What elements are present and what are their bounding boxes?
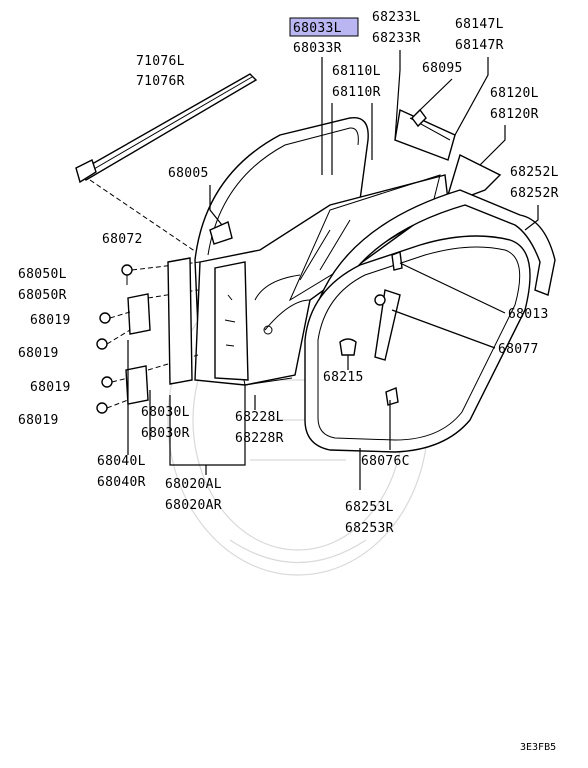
label-68033L[interactable]: 68033L <box>293 21 342 36</box>
label-68252R[interactable]: 68252R <box>510 186 559 201</box>
diagram-code: 3E3FB5 <box>520 742 556 753</box>
label-68040R[interactable]: 68040R <box>97 475 146 490</box>
opening-weatherstrip <box>304 235 531 453</box>
highlight-box <box>289 17 359 37</box>
label-68147R[interactable]: 68147R <box>455 38 504 53</box>
components <box>96 108 427 414</box>
label-71076R[interactable]: 71076R <box>136 74 185 89</box>
label-68072[interactable]: 68072 <box>102 232 143 247</box>
door-weatherstrip <box>309 189 556 336</box>
label-71076L[interactable]: 71076L <box>136 54 185 69</box>
label-68228R[interactable]: 68228R <box>235 431 284 446</box>
label-68228L[interactable]: 68228L <box>235 410 284 425</box>
label-68030L[interactable]: 68030L <box>141 405 190 420</box>
label-68120R[interactable]: 68120R <box>490 107 539 122</box>
label-68019-a[interactable]: 68019 <box>30 313 71 328</box>
label-68110R[interactable]: 68110R <box>332 85 381 100</box>
label-68019-d[interactable]: 68019 <box>18 413 59 428</box>
label-68095[interactable]: 68095 <box>422 61 463 76</box>
label-68019-b[interactable]: 68019 <box>18 346 59 361</box>
label-68233L[interactable]: 68233L <box>372 10 421 25</box>
label-68076C[interactable]: 68076C <box>361 454 410 469</box>
label-68020AR[interactable]: 68020AR <box>165 498 222 513</box>
label-68253L[interactable]: 68253L <box>345 500 394 515</box>
leader-lines <box>127 50 539 490</box>
label-68030R[interactable]: 68030R <box>141 426 190 441</box>
label-68033R[interactable]: 68033R <box>293 41 342 56</box>
door-seal-strip <box>374 289 401 361</box>
label-68253R[interactable]: 68253R <box>345 521 394 536</box>
label-68147L[interactable]: 68147L <box>455 17 504 32</box>
label-68020AL[interactable]: 68020AL <box>165 477 222 492</box>
label-68005[interactable]: 68005 <box>168 166 209 181</box>
label-68110L[interactable]: 68110L <box>332 64 381 79</box>
label-68050R[interactable]: 68050R <box>18 288 67 303</box>
label-68252L[interactable]: 68252L <box>510 165 559 180</box>
label-68050L[interactable]: 68050L <box>18 267 67 282</box>
door-belt-moulding <box>75 73 258 184</box>
label-68019-c[interactable]: 68019 <box>30 380 71 395</box>
label-68040L[interactable]: 68040L <box>97 454 146 469</box>
label-68215[interactable]: 68215 <box>323 370 364 385</box>
label-68013[interactable]: 68013 <box>508 307 549 322</box>
label-68120L[interactable]: 68120L <box>490 86 539 101</box>
label-68233R[interactable]: 68233R <box>372 31 421 46</box>
label-68077[interactable]: 68077 <box>498 342 539 357</box>
